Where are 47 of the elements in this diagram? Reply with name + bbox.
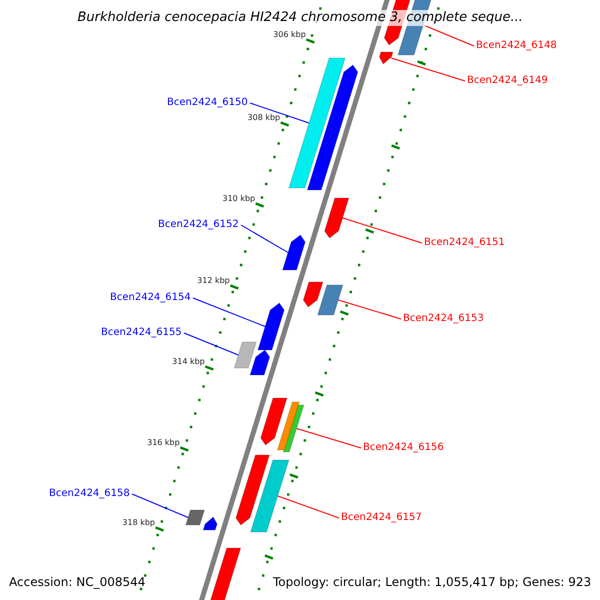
gene-feature	[260, 398, 288, 446]
tick-label: 316 kbp	[147, 438, 180, 448]
gene-label: Bcen2424_6151	[424, 237, 505, 249]
leader-line	[390, 58, 466, 82]
gene-feature	[306, 64, 358, 190]
gene-feature	[276, 402, 300, 450]
gene-feature	[282, 234, 306, 270]
gene-label: Bcen2424_6152	[158, 219, 239, 231]
accession-text: Accession: NC_008544	[9, 575, 146, 589]
title: Burkholderia cenocepacia HI2424 chromosome 3, complete seque...	[78, 10, 523, 26]
gene-feature	[234, 342, 257, 368]
gene-feature	[378, 52, 394, 65]
gene-feature	[324, 198, 350, 239]
gene-feature	[250, 460, 290, 532]
gene-label: Bcen2424_6158	[49, 488, 130, 500]
gene-feature	[317, 284, 344, 316]
gene-label: Bcen2424_6153	[403, 313, 484, 325]
gene-label: Bcen2424_6155	[101, 327, 182, 339]
leader-line	[250, 102, 310, 124]
gene-feature	[257, 302, 285, 350]
gene-label: Bcen2424_6148	[476, 40, 557, 52]
gene-label: Bcen2424_6150	[167, 97, 248, 109]
gene-label: Bcen2424_6157	[341, 512, 422, 524]
topology-text: Topology: circular; Length: 1,055,417 bp; Genes: 923	[273, 575, 592, 589]
tick-label: 310 kbp	[222, 194, 256, 204]
gene-feature	[288, 58, 346, 188]
tick-label: 306 kbp	[273, 30, 306, 40]
gene-feature	[249, 349, 270, 376]
leader-line	[422, 24, 474, 46]
leader-line	[240, 224, 288, 253]
leader-line	[192, 298, 266, 327]
leader-line	[277, 496, 340, 518]
gene-label: Bcen2424_6156	[363, 442, 444, 454]
leader-line	[184, 332, 239, 356]
gene-feature	[302, 282, 324, 308]
tick-label: 318 kbp	[122, 518, 155, 528]
leader-line	[342, 218, 422, 244]
gene-label: Bcen2424_6154	[110, 292, 191, 304]
leader-line	[132, 494, 189, 518]
gene-label: Bcen2424_6149	[467, 75, 548, 87]
gene-feature	[202, 516, 218, 530]
gene-feature	[185, 510, 206, 526]
gene-feature	[235, 454, 270, 526]
leader-line	[338, 300, 402, 320]
tick-label: 312 kbp	[197, 276, 230, 286]
tick-label: 314 kbp	[172, 357, 205, 367]
tick-label: 308 kbp	[248, 113, 280, 123]
